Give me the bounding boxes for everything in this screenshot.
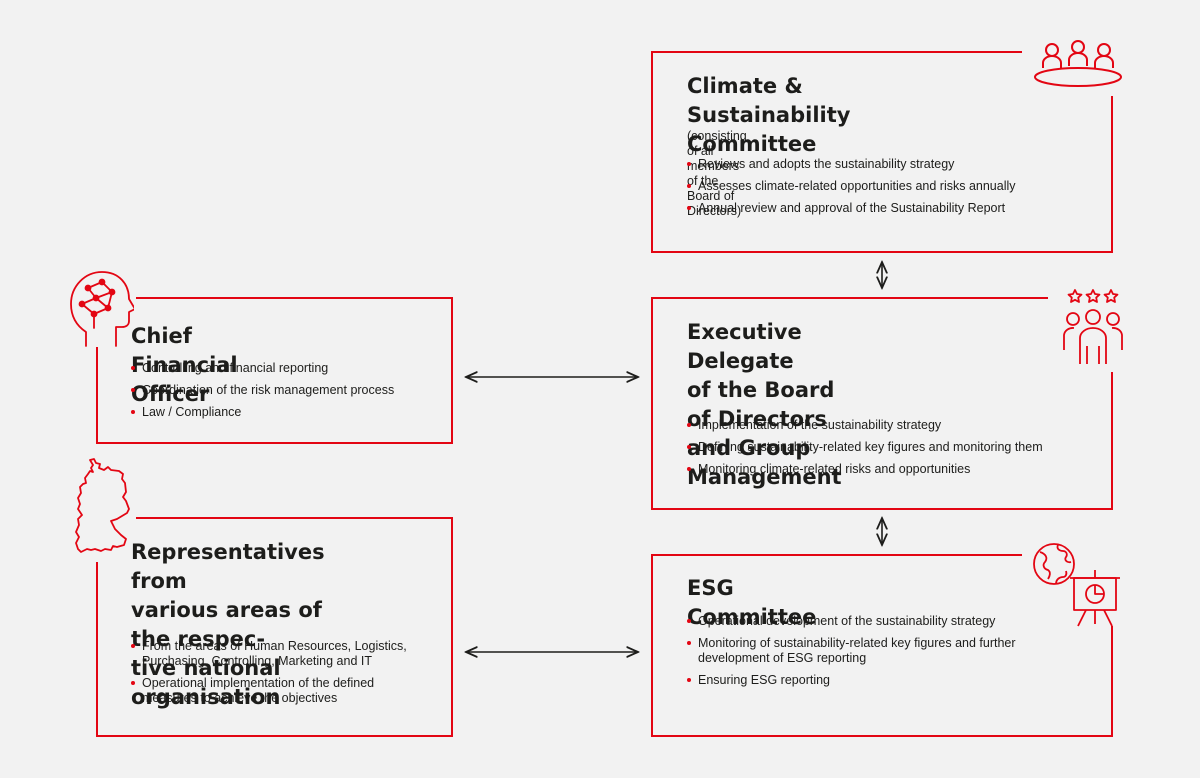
list-item: Assesses climate-related opportunities a… [687, 179, 1097, 194]
executive-bullets: Implementation of the sustainability str… [687, 418, 1097, 484]
representatives-title-line2: various areas of the respec- [131, 598, 322, 651]
list-item: Monitoring climate-related risks and opp… [687, 462, 1097, 477]
list-item: Defining sustainability-related key figu… [687, 440, 1097, 455]
representatives-bullets: From the areas of Human Resources, Logis… [131, 639, 431, 713]
cfo-box-border [96, 297, 453, 444]
cfo-title: Chief Financial Officer [131, 324, 238, 406]
executive-box-border [651, 297, 1113, 510]
head-network-icon [70, 271, 134, 347]
list-item: From the areas of Human Resources, Logis… [131, 639, 431, 669]
climate-committee-subtitle: (consisting of all members of the Board … [687, 129, 747, 218]
climate-bullets: Reviews and adopts the sustainability st… [687, 157, 1097, 223]
climate-title-line1: Climate & Sustainability [687, 74, 851, 127]
list-item: Reviews and adopts the sustainability st… [687, 157, 1097, 172]
esg-box-border [651, 554, 1113, 737]
executive-title-line1: Executive Delegate [687, 320, 802, 373]
climate-title-line2: Committee [687, 132, 817, 156]
executive-title-line2: of the Board of Directors [687, 378, 835, 431]
esg-bullets: Operational development of the sustainab… [687, 614, 1032, 695]
board-table-icon [1034, 40, 1122, 87]
executive-title-line3: and Group Management [687, 436, 842, 489]
representatives-title-line1: Representatives from [131, 540, 325, 593]
executive-delegate-title: Executive Delegate of the Board of Direc… [687, 318, 842, 492]
representatives-title: Representatives from various areas of th… [131, 538, 325, 712]
list-item: Annual review and approval of the Sustai… [687, 201, 1097, 216]
climate-committee-title: Climate & Sustainability Committee [687, 72, 850, 159]
representatives-box-border [96, 517, 453, 737]
germany-map-icon [75, 458, 130, 553]
list-item: Implementation of the sustainability str… [687, 418, 1097, 433]
list-item: Controlling and financial reporting [131, 361, 441, 376]
list-item: Operational implementation of the define… [131, 676, 431, 706]
globe-presentation-icon [1033, 543, 1120, 627]
list-item: Coordination of the risk management proc… [131, 383, 441, 398]
esg-committee-title: ESG Committee [687, 576, 817, 629]
list-item: Law / Compliance [131, 405, 441, 420]
representatives-title-line3: tive national organisation [131, 656, 281, 709]
cfo-bullets: Controlling and financial reporting Coor… [131, 361, 441, 427]
list-item: Operational development of the sustainab… [687, 614, 1032, 629]
list-item: Monitoring of sustainability-related key… [687, 636, 1032, 666]
list-item: Ensuring ESG reporting [687, 673, 1032, 688]
climate-box-border [651, 51, 1113, 253]
team-stars-icon [1063, 289, 1123, 364]
